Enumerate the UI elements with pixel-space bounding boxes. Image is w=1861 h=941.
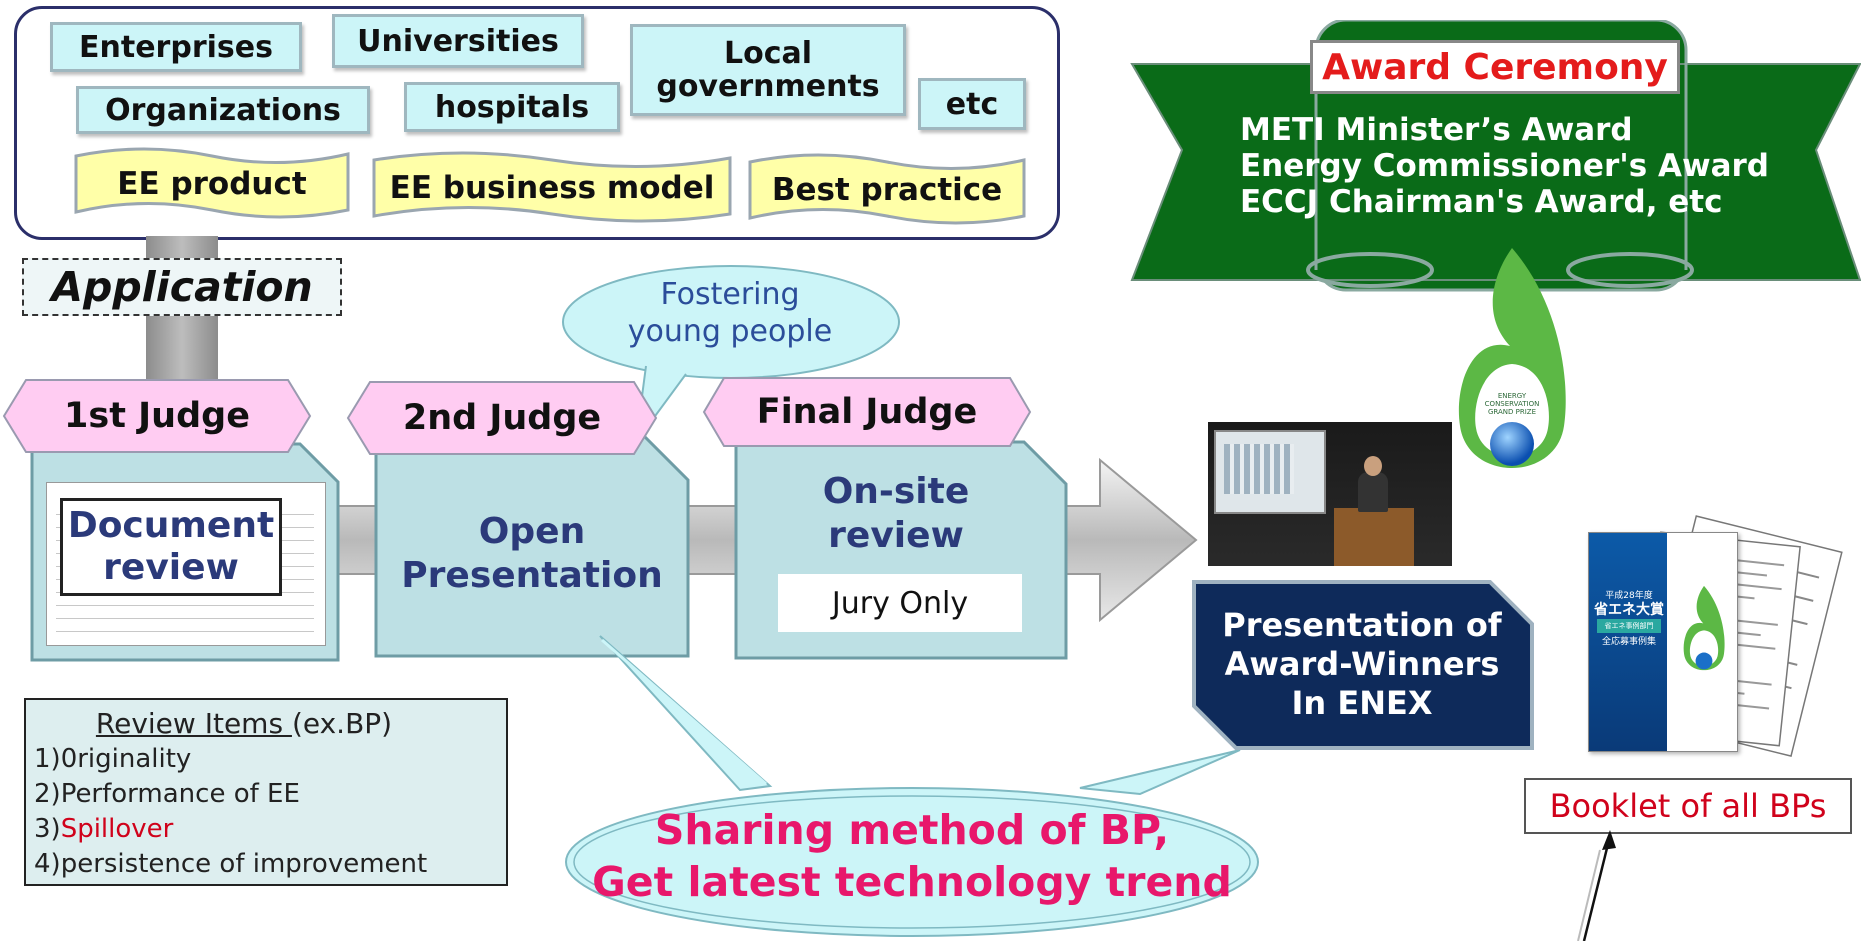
sharing-callout-shape xyxy=(565,635,1259,937)
applicant-enterprises: Enterprises xyxy=(50,22,302,72)
energy-conservation-logo-icon xyxy=(1458,248,1566,468)
onsite-review-card: On-site review Jury Only xyxy=(734,440,1068,660)
enex-card-text: Presentation of Award-Winners In ENEX xyxy=(1222,606,1502,722)
onsite-review-label: On-site review xyxy=(822,471,970,556)
applicant-universities: Universities xyxy=(332,14,584,68)
booklet-label: Booklet of all BPs xyxy=(1524,778,1852,834)
booklet-cover-band xyxy=(1589,533,1667,751)
review-item: 3)Spillover xyxy=(34,814,174,844)
award-line-2: Energy Commissioner's Award xyxy=(1240,148,1769,184)
award-ceremony-title: Award Ceremony xyxy=(1310,40,1680,94)
enex-presentation-photo xyxy=(1208,422,1452,566)
booklet-cover-title: 平成28年度 省エネ大賞 省エネ事例部門 全応募事例集 xyxy=(1594,591,1664,647)
jury-only-label: Jury Only xyxy=(778,574,1022,632)
open-presentation-label: Open Presentation xyxy=(401,511,663,596)
podium xyxy=(1334,508,1414,566)
category-best-practice: Best practice xyxy=(748,152,1026,228)
first-judge-label: 1st Judge xyxy=(2,378,312,454)
fostering-bubble-text: Fostering young people xyxy=(627,277,833,349)
application-label: Application xyxy=(22,258,342,316)
applicant-organizations: Organizations xyxy=(76,86,370,134)
second-judge-label: 2nd Judge xyxy=(346,380,658,456)
booklet-logo-icon xyxy=(1683,585,1725,671)
review-item: 2)Performance of EE xyxy=(34,779,300,809)
review-items-title: Review Items (ex.BP) xyxy=(95,707,393,740)
final-judge-label: Final Judge xyxy=(702,376,1032,448)
document-review-card: Document review xyxy=(30,442,340,662)
open-presentation-card: Open Presentation xyxy=(374,432,690,658)
presenter xyxy=(1358,472,1388,512)
review-items-box: Review Items (ex.BP) 1)0riginality 2)Per… xyxy=(24,698,508,886)
projection-screen-graphic xyxy=(1224,444,1294,494)
enex-card: Presentation of Award-Winners In ENEX xyxy=(1192,580,1534,750)
booklet-cover: 平成28年度 省エネ大賞 省エネ事例部門 全応募事例集 xyxy=(1588,532,1738,752)
presenter-head xyxy=(1364,456,1382,476)
sharing-callout-line1: Sharing method of BP, xyxy=(654,806,1170,854)
applicant-etc: etc xyxy=(918,78,1026,130)
booklet-pointer-arrow xyxy=(1577,830,1616,941)
review-items-list: 1)0riginality 2)Performance of EE 3)Spil… xyxy=(34,742,506,882)
document-review-label: Document review xyxy=(60,498,282,596)
review-item: 4)persistence of improvement xyxy=(34,849,428,879)
applicant-hospitals: hospitals xyxy=(404,82,620,132)
review-item: 1)0riginality xyxy=(34,744,192,774)
award-line-3: ECCJ Chairman's Award, etc xyxy=(1240,184,1723,220)
award-line-1: METI Minister’s Award xyxy=(1240,112,1633,148)
category-ee-business-model: EE business model xyxy=(372,150,732,226)
category-ee-product: EE product xyxy=(74,146,350,222)
applicant-local-governments: Local governments xyxy=(630,24,906,116)
sharing-callout-line2: Get latest technology trend xyxy=(592,858,1232,906)
